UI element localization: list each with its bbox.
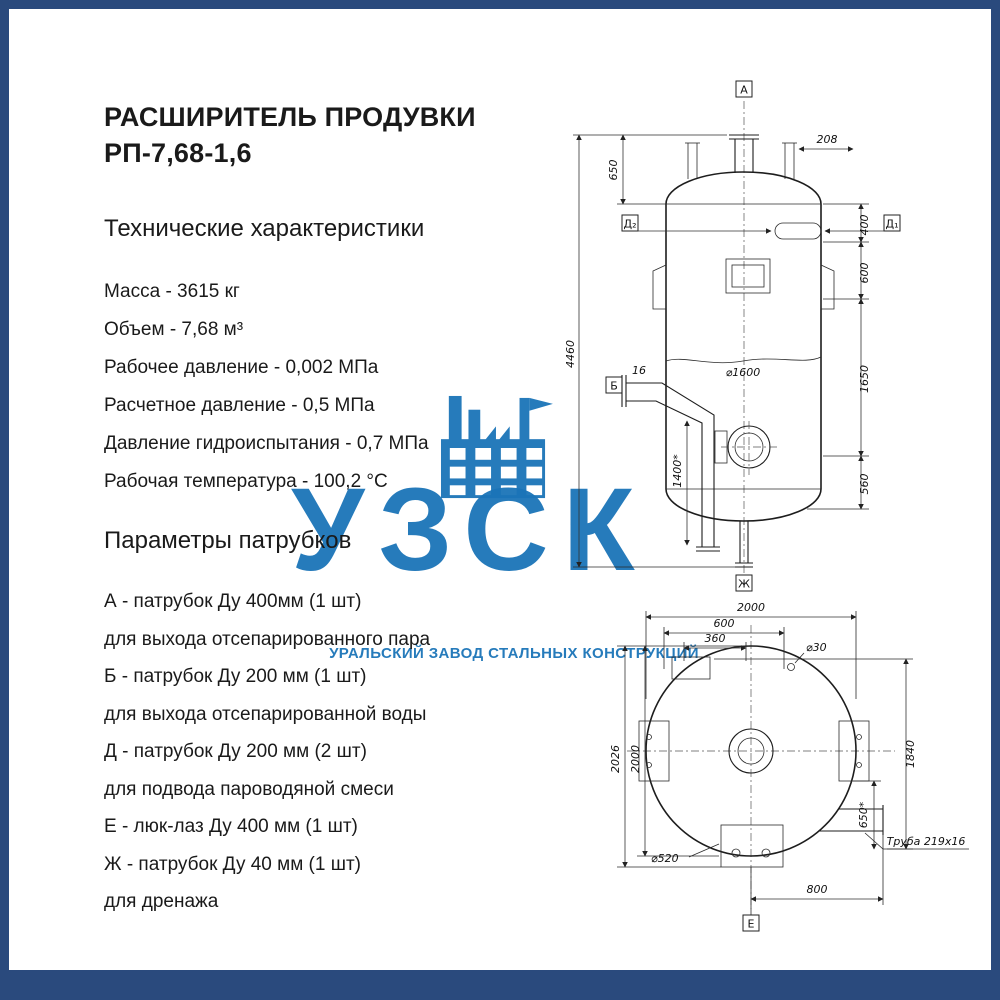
dimension-650-plan: 650*: [853, 780, 881, 850]
front-label-zh: Ж: [735, 574, 753, 592]
nozzle-a: [729, 134, 759, 173]
dimension-d30: ⌀30: [787, 641, 827, 671]
svg-text:1400*: 1400*: [671, 454, 684, 488]
nozzle-line: для подвода пароводяной смеси: [104, 778, 394, 800]
svg-text:650: 650: [607, 160, 620, 181]
dimension-2000-top: 2000: [645, 601, 857, 699]
specs-list: Масса - 3615 кг Объем - 7,68 м³ Рабочее …: [104, 273, 579, 501]
svg-text:2000: 2000: [737, 601, 765, 614]
plan-side-brackets: [638, 720, 870, 782]
spec-text-column: РАСШИРИТЕЛЬ ПРОДУВКИ РП-7,68-1,6 Техниче…: [104, 99, 579, 921]
front-label-b: Б: [605, 376, 623, 394]
title-line-1: РАСШИРИТЕЛЬ ПРОДУВКИ: [104, 102, 476, 132]
svg-text:Б: Б: [610, 380, 618, 393]
spec-line: Рабочее давление - 0,002 МПа: [104, 357, 379, 378]
dimension-208: 208: [798, 133, 854, 152]
dimension-1840: 1840: [714, 658, 917, 850]
svg-text:16: 16: [632, 364, 646, 377]
front-label-a: А: [735, 80, 753, 98]
dimension-600-plan: 600: [663, 617, 785, 669]
nozzle-line: для выхода отсепарированного пара: [104, 628, 431, 650]
front-view-drawing: А 208: [564, 80, 901, 592]
plan-top-nozzle: [671, 656, 711, 680]
spec-line: Объем - 7,68 м³: [104, 319, 244, 340]
svg-text:1650: 1650: [858, 365, 871, 393]
nozzle-line: А - патрубок Ду 400мм (1 шт): [104, 591, 362, 612]
title-line-2: РП-7,68-1,6: [104, 138, 252, 168]
level-line: [665, 356, 822, 364]
nozzle-b: Б 16: [605, 364, 720, 552]
nozzle-line: для дренажа: [104, 891, 219, 912]
manhole-e: [714, 421, 777, 475]
svg-text:208: 208: [817, 133, 838, 146]
dimension-650: 650: [573, 134, 727, 205]
nozzle-line: Д - патрубок Ду 200 мм (2 шт): [104, 741, 367, 762]
dimension-2000-left: 2000: [629, 645, 719, 857]
front-label-d1: Д₁: [883, 214, 901, 232]
svg-text:2000: 2000: [629, 745, 642, 773]
svg-text:400: 400: [858, 215, 871, 236]
plan-right-pipe: Труба 219x16: [819, 805, 969, 850]
dimension-d520: ⌀520: [651, 843, 720, 865]
section-specs-heading: Технические характеристики: [104, 215, 425, 242]
svg-text:2026: 2026: [609, 745, 622, 773]
svg-text:650*: 650*: [857, 801, 870, 828]
spec-line: Расчетное давление - 0,5 МПа: [104, 395, 375, 416]
svg-text:4460: 4460: [564, 340, 577, 368]
dimension-2026: 2026: [609, 645, 749, 868]
support-lugs: [652, 264, 835, 310]
vessel-drawing: А 208: [564, 80, 969, 932]
svg-text:Е: Е: [748, 918, 755, 931]
nozzles-list: А - патрубок Ду 400мм (1 шт) для выхода …: [104, 583, 579, 921]
dimension-1400: 1400*: [671, 420, 690, 546]
head-small-nozzles: [685, 142, 797, 179]
plan-label-e: Е: [742, 914, 760, 932]
spec-line: Масса - 3615 кг: [104, 281, 240, 302]
svg-text:Д₂: Д₂: [623, 218, 636, 231]
section-nozzles-heading: Параметры патрубков: [104, 527, 352, 554]
nozzle-zh: Ж: [735, 521, 753, 592]
dimension-800: 800: [750, 835, 884, 905]
spec-line: Давление гидроиспытания - 0,7 МПа: [104, 433, 429, 454]
svg-text:⌀30: ⌀30: [806, 641, 827, 654]
dimension-4460: 4460: [564, 134, 735, 568]
dimension-d1600: ⌀1600: [726, 366, 761, 379]
svg-text:600: 600: [714, 617, 735, 630]
svg-text:⌀520: ⌀520: [651, 852, 679, 865]
nameplate: [725, 258, 771, 294]
plan-view-drawing: ⌀30 Е: [609, 601, 969, 932]
svg-text:Ж: Ж: [738, 578, 750, 591]
svg-text:Д₁: Д₁: [885, 218, 898, 231]
nozzle-line: Ж - патрубок Ду 40 мм (1 шт): [104, 853, 362, 875]
nozzle-d: [774, 222, 822, 240]
svg-text:600: 600: [858, 263, 871, 284]
pipe-note: Труба 219x16: [887, 835, 966, 848]
front-label-d2: Д₂: [621, 214, 639, 232]
vessel-front-outline: [665, 171, 822, 522]
svg-text:560: 560: [858, 474, 871, 495]
nozzle-line: для выхода отсепарированной воды: [104, 703, 427, 725]
svg-text:800: 800: [807, 883, 828, 896]
plan-bottom-flange: Е: [720, 824, 784, 932]
svg-text:1840: 1840: [904, 740, 917, 768]
nozzle-line: Б - патрубок Ду 200 мм (1 шт): [104, 666, 367, 687]
svg-text:360: 360: [705, 632, 726, 645]
right-dimension-chain: 400 600 1650 560: [807, 203, 871, 510]
page-title: РАСШИРИТЕЛЬ ПРОДУВКИ РП-7,68-1,6: [104, 99, 579, 171]
svg-text:А: А: [740, 84, 748, 97]
spec-line: Рабочая температура - 100,2 °С: [104, 471, 388, 492]
nozzle-line: Е - люк-лаз Ду 400 мм (1 шт): [104, 816, 358, 837]
dimension-360: 360: [683, 632, 747, 661]
